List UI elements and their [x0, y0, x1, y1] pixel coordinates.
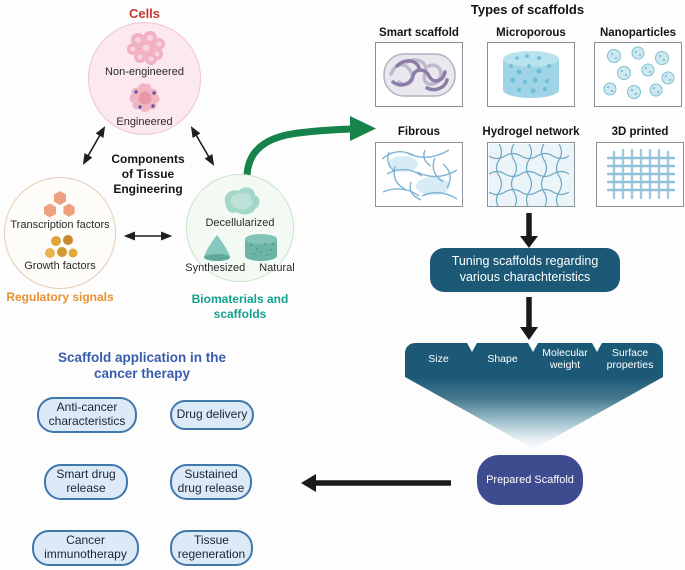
microporous-label: Microporous	[496, 27, 566, 39]
cells-biomaterials-double-arrow	[190, 126, 215, 166]
funnel-notch	[592, 343, 602, 352]
3d-printed-box	[596, 142, 684, 207]
engineered-cell-icon	[128, 83, 160, 113]
fibrous-box	[375, 142, 463, 207]
3d-printed-icon	[606, 148, 675, 199]
funnel-tab-surface-properties: Surface properties	[606, 347, 654, 371]
pill-tissue-regeneration: Tissue regeneration	[170, 530, 253, 566]
prepared-scaffold-box: Prepared Scaffold	[477, 455, 583, 505]
transcription-factors-icon	[44, 191, 75, 218]
funnel-tab-shape: Shape	[487, 353, 518, 366]
nanoparticles-label: Nanoparticles	[599, 27, 677, 39]
smart-scaffold-icon	[382, 52, 456, 97]
cells-title: Cells	[128, 6, 161, 21]
pill-smart-drug-release: Smart drug release	[44, 464, 128, 500]
funnel-notch	[528, 343, 538, 352]
natural-icon	[245, 234, 277, 262]
microporous-box	[487, 42, 575, 107]
funnel-characteristics-tabs: Size Shape Molecular weight Surface prop…	[405, 343, 663, 377]
biomaterials-scaffolds-label: Biomaterials and scaffolds	[191, 292, 289, 321]
3d-printed-label: 3D printed	[611, 126, 669, 138]
components-of-tissue-engineering-label: Components of Tissue Engineering	[111, 152, 185, 196]
growth-factors-label: Growth factors	[24, 260, 96, 273]
green-curved-arrow	[243, 116, 376, 180]
decellularized-label: Decellularized	[205, 217, 275, 229]
hydrogel-network-icon	[488, 143, 574, 206]
smart-scaffold-box	[375, 42, 463, 107]
fibrous-icon	[381, 148, 457, 201]
funnel-notch	[467, 343, 477, 352]
pill-sustained-drug-release: Sustained drug release	[170, 464, 252, 500]
non-engineered-label: Non-engineered	[105, 66, 184, 78]
nanoparticles-box	[594, 42, 682, 107]
funnel-tab-molecular-weight: Molecular weight	[542, 347, 588, 371]
arrow-grid-to-tuning	[520, 213, 538, 248]
pill-anti-cancer-characteristics: Anti-cancer characteristics	[37, 397, 137, 433]
cells-circle: Non-engineered Engineered	[88, 22, 201, 135]
engineered-label: Engineered	[116, 116, 173, 129]
non-engineered-cells-icon	[126, 31, 165, 65]
transcription-factors-label: Transcription factors	[10, 219, 110, 231]
hydrogel-network-box	[487, 142, 575, 207]
growth-factors-icon	[45, 235, 78, 259]
nanoparticles-icon	[603, 46, 674, 99]
smart-scaffold-label: Smart scaffold	[379, 27, 459, 39]
tuning-scaffolds-box: Tuning scaffolds regarding various chara…	[430, 248, 620, 292]
decellularized-icon	[224, 187, 260, 215]
natural-label: Natural	[259, 262, 295, 275]
synthesized-icon	[204, 235, 230, 262]
scaffold-application-title: Scaffold application in the cancer thera…	[58, 350, 227, 382]
hydrogel-network-label: Hydrogel network	[482, 126, 580, 138]
pill-cancer-immunotherapy: Cancer immunotherapy	[32, 530, 139, 566]
cells-regulatory-double-arrow	[82, 126, 106, 165]
arrow-scaffold-to-applications	[301, 474, 451, 492]
funnel-tab-size: Size	[428, 353, 449, 366]
pill-drug-delivery: Drug delivery	[170, 400, 254, 430]
fibrous-label: Fibrous	[397, 126, 441, 138]
types-of-scaffolds-title: Types of scaffolds	[470, 2, 585, 17]
biomaterials-circle: Decellularized Synthesized Natural	[185, 174, 295, 282]
synthesized-label: Synthesized	[185, 262, 246, 275]
regulatory-signals-label: Regulatory signals	[6, 290, 114, 304]
arrow-tuning-to-funnel	[520, 297, 538, 340]
regulatory-signals-circle: Transcription factors Growth factors	[4, 177, 116, 289]
microporous-icon	[502, 50, 559, 98]
